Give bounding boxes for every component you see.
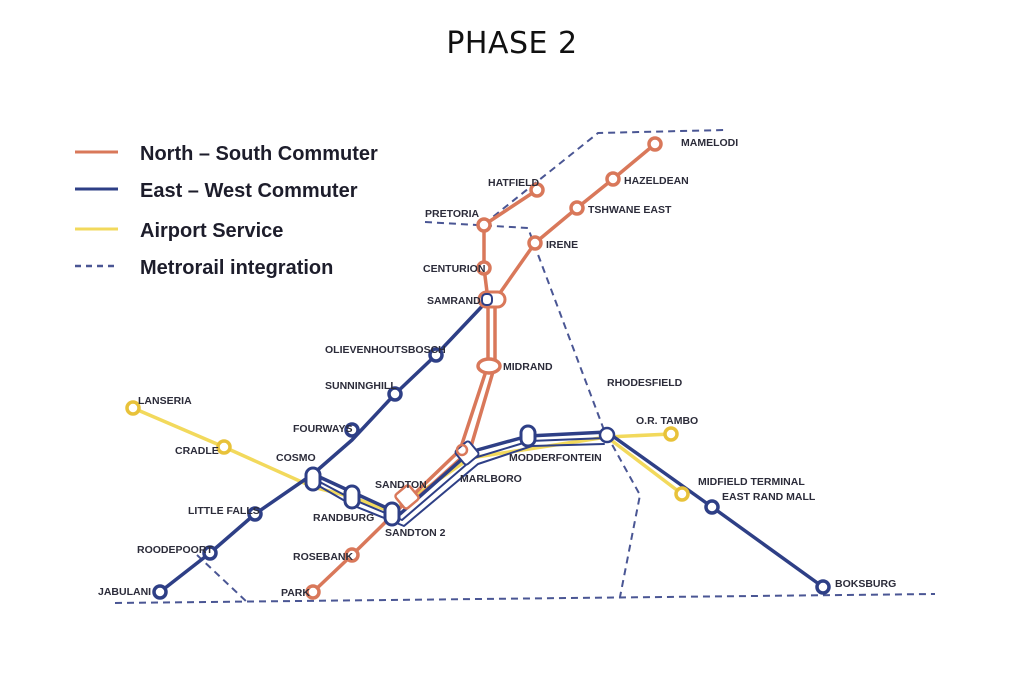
map-title: PHASE 2 <box>446 26 578 61</box>
station-marker-rosebank[interactable] <box>344 547 360 563</box>
station-marker-tshwane-east[interactable] <box>569 200 585 216</box>
station-label-rosebank: ROSEBANK <box>293 551 354 563</box>
station-marker-little-falls[interactable] <box>247 506 263 522</box>
station-marker-samrand-ew <box>481 293 493 306</box>
ew-line-jabulani-samrand <box>158 298 490 594</box>
station-marker-hatfield[interactable] <box>529 182 545 198</box>
airport-line-south <box>605 435 684 496</box>
legend-label-east-west: East – West Commuter <box>140 180 358 202</box>
station-marker-sunninghill[interactable] <box>387 386 403 402</box>
station-label-mamelodi: MAMELODI <box>681 137 738 149</box>
station-marker-randburg[interactable] <box>343 484 361 510</box>
station-marker-marlboro-ns <box>455 443 469 457</box>
station-label-hatfield: HATFIELD <box>488 177 540 189</box>
station-marker-pretoria[interactable] <box>476 217 492 233</box>
station-label-randburg: RANDBURG <box>313 512 374 524</box>
station-label-tshwane-east: TSHWANE EAST <box>588 204 672 216</box>
station-label-rhodesfield: RHODESFIELD <box>607 377 683 389</box>
station-label-boksburg: BOKSBURG <box>835 578 896 590</box>
station-marker-centurion[interactable] <box>476 260 492 276</box>
station-marker-lanseria[interactable] <box>125 400 141 416</box>
station-label-midfield-terminal: MIDFIELD TERMINAL <box>698 476 805 488</box>
station-label-cradle: CRADLE <box>175 445 219 457</box>
station-label-hazeldean: HAZELDEAN <box>624 175 689 187</box>
metrorail-southern-corridor <box>114 593 936 604</box>
station-label-park: PARK <box>281 587 310 599</box>
legend-label-airport: Airport Service <box>140 220 283 242</box>
metrorail-roodepoort-spur <box>196 554 249 604</box>
station-marker-hazeldean[interactable] <box>605 171 621 187</box>
metrorail-pretoria-east <box>424 221 642 598</box>
station-marker-east-rand-mall[interactable] <box>704 499 720 515</box>
station-marker-cosmo[interactable] <box>304 466 322 492</box>
station-label-pretoria: PRETORIA <box>425 208 479 220</box>
station-label-midrand: MIDRAND <box>503 361 553 373</box>
station-marker-olievenhoutsbosch[interactable] <box>428 347 444 363</box>
east-west-line <box>158 298 825 594</box>
station-marker-cradle[interactable] <box>216 439 232 455</box>
station-marker-jabulani[interactable] <box>152 584 168 600</box>
station-label-marlboro: MARLBORO <box>460 473 522 485</box>
station-marker-irene[interactable] <box>527 235 543 251</box>
station-label-sandton-2: SANDTON 2 <box>385 527 446 539</box>
legend-label-north-south: North – South Commuter <box>140 143 378 165</box>
station-label-samrand: SAMRAND <box>427 295 481 307</box>
station-marker-rhodesfield[interactable] <box>598 426 616 444</box>
station-label-cosmo: COSMO <box>276 452 316 464</box>
station-marker-fourways[interactable] <box>344 422 360 438</box>
station-label-jabulani: JABULANI <box>98 586 151 598</box>
station-labels: MAMELODI HATFIELD HAZELDEAN PRETORIA TSH… <box>98 137 896 599</box>
station-label-centurion: CENTURION <box>423 263 485 275</box>
station-label-roodepoort: ROODEPOORT <box>137 544 213 556</box>
station-label-little-falls: LITTLE FALLS <box>188 505 260 517</box>
station-label-sunninghill: SUNNINGHILL <box>325 380 397 392</box>
station-label-east-rand-mall: EAST RAND MALL <box>722 491 816 503</box>
metrorail-north-link <box>483 129 726 225</box>
station-label-fourways: FOURWAYS <box>293 423 353 435</box>
station-marker-midfield-terminal[interactable] <box>674 486 690 502</box>
station-marker-midrand[interactable] <box>476 357 502 375</box>
stations <box>125 136 831 600</box>
station-label-olievenhoutsbosch: OLIEVENHOUTSBOSCH <box>325 344 446 356</box>
station-label-irene: IRENE <box>546 239 578 251</box>
station-marker-boksburg[interactable] <box>815 579 831 595</box>
station-marker-mamelodi[interactable] <box>647 136 663 152</box>
station-marker-modderfontein[interactable] <box>519 424 537 448</box>
station-marker-sandton-2[interactable] <box>383 501 401 527</box>
station-marker-roodepoort[interactable] <box>202 545 218 561</box>
station-label-sandton: SANDTON <box>375 479 427 491</box>
station-marker-sandton[interactable] <box>394 484 420 510</box>
station-label-modderfontein: MODDERFONTEIN <box>509 452 602 464</box>
legend-label-metrorail: Metrorail integration <box>140 257 333 279</box>
station-marker-or-tambo[interactable] <box>663 426 679 442</box>
station-marker-park[interactable] <box>305 584 321 600</box>
legend: North – South Commuter East – West Commu… <box>75 143 378 279</box>
station-label-lanseria: LANSERIA <box>138 395 192 407</box>
station-label-or-tambo: O.R. TAMBO <box>636 415 698 427</box>
airport-line-west <box>131 406 673 514</box>
